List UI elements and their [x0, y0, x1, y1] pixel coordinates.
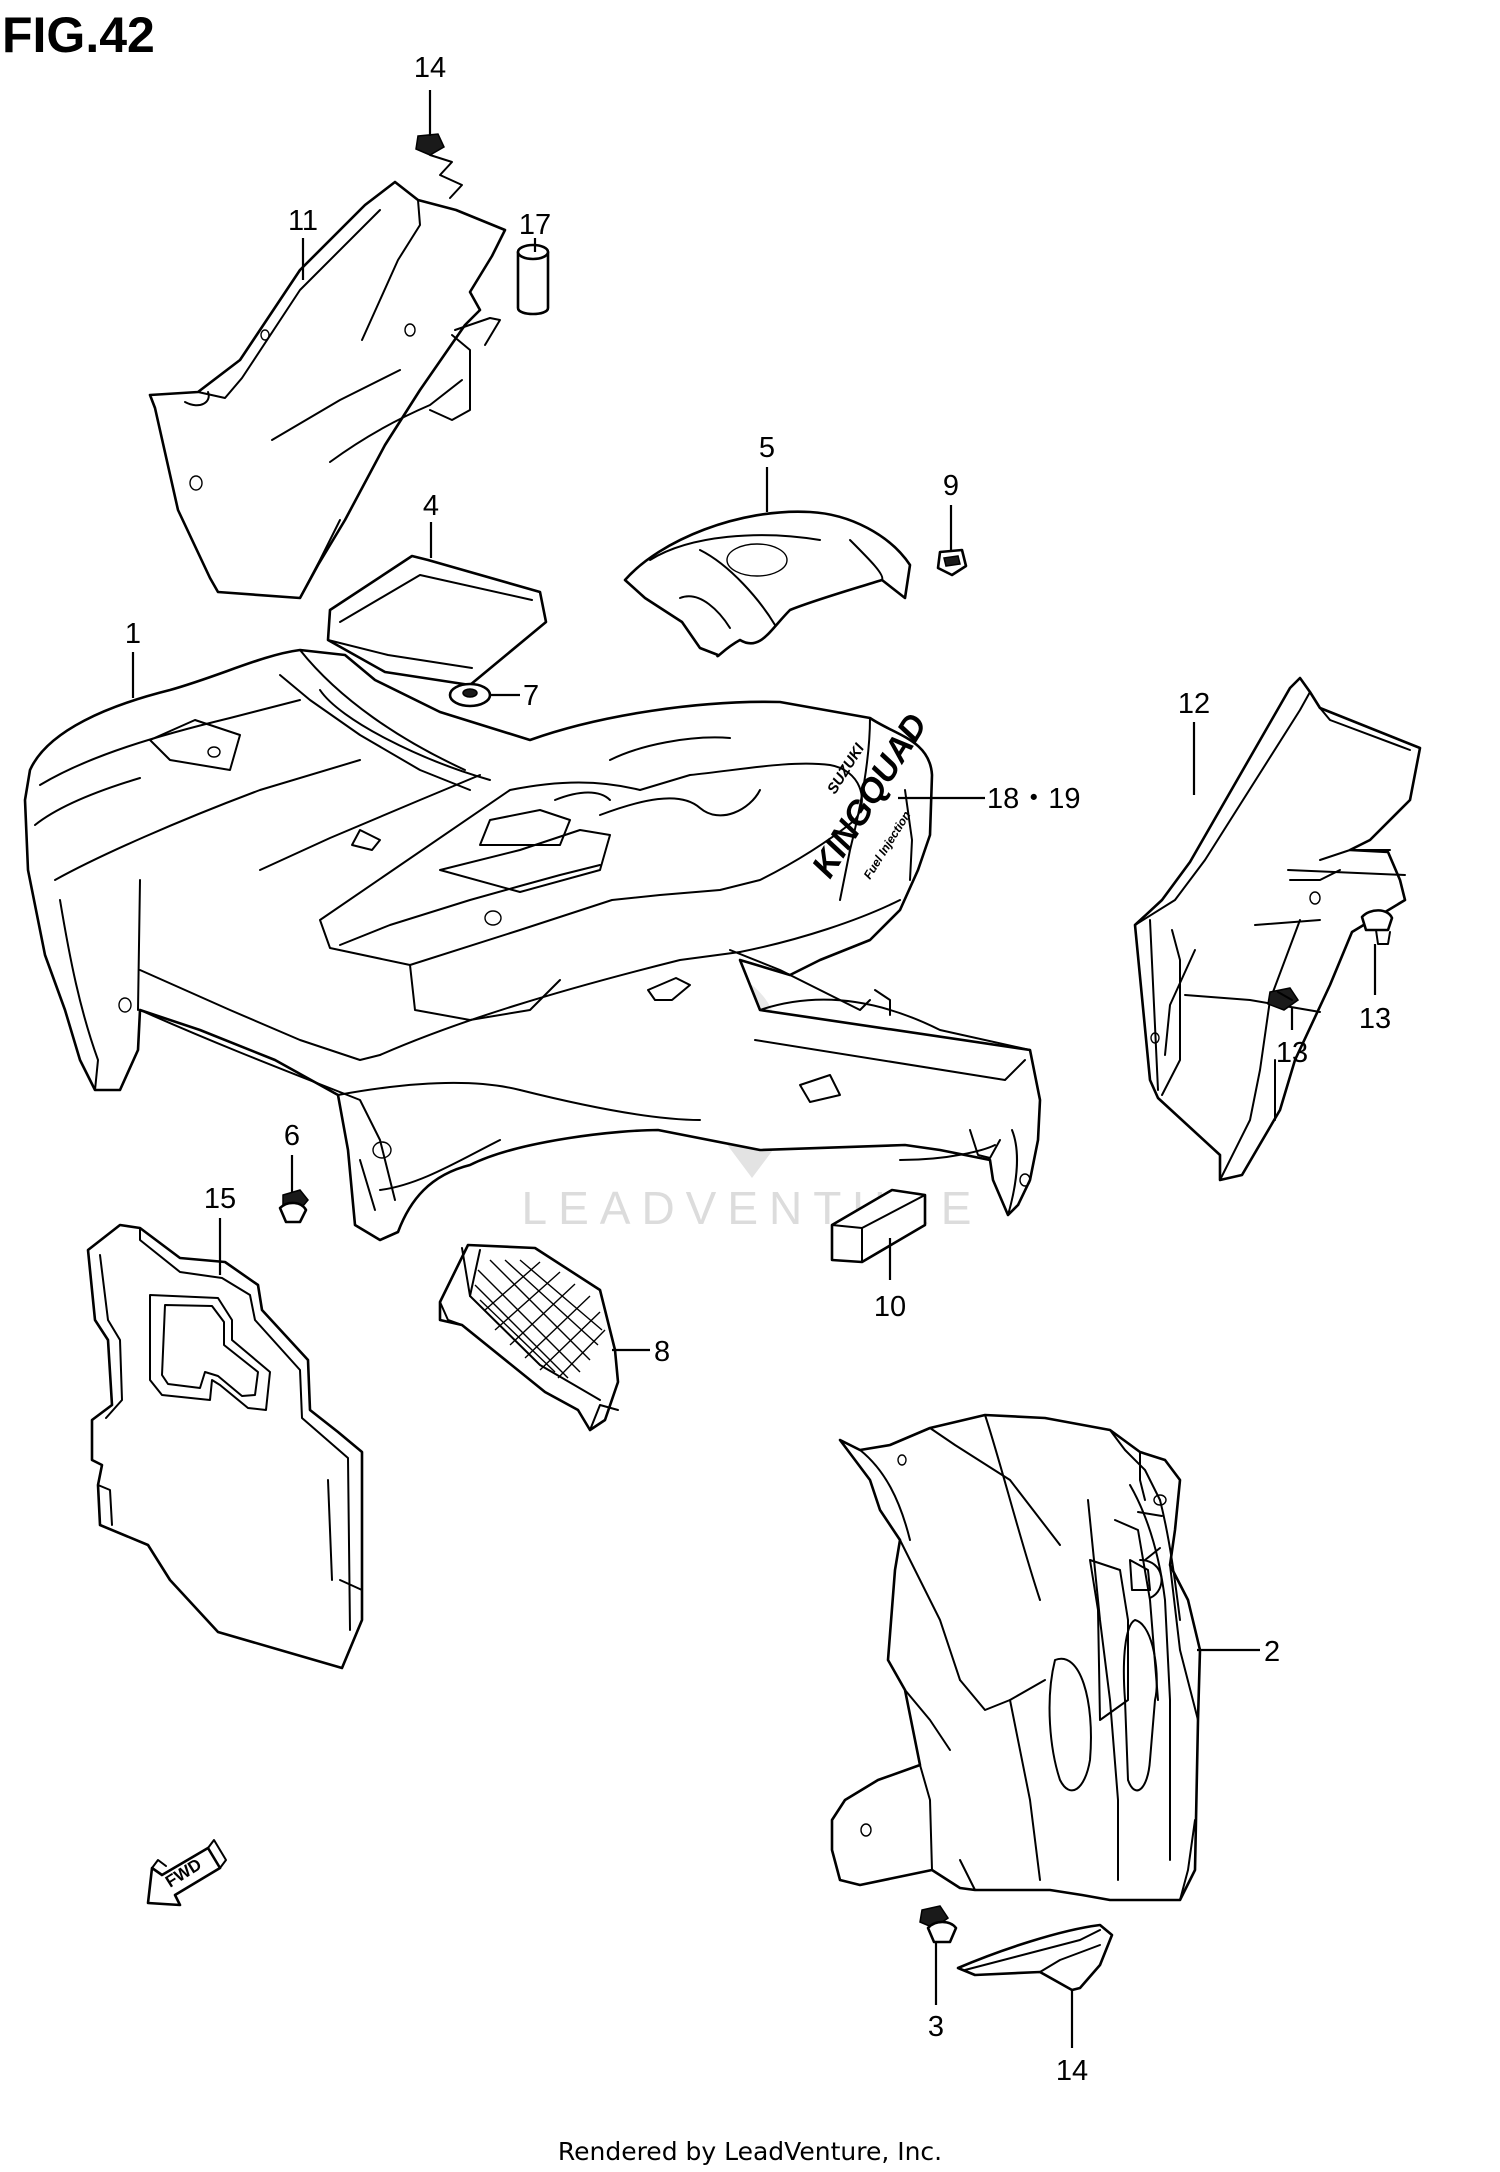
callout-16: 15: [204, 1183, 236, 1275]
callout-label-11: 11: [288, 205, 318, 237]
callouts: 14 11 17 5 9 4 7 1: [125, 52, 1391, 2087]
callout-label-5: 5: [759, 432, 775, 464]
callout-4: 4: [423, 490, 439, 558]
callout-5: 5: [759, 432, 775, 512]
part-2-lower-panel: [830, 1413, 1202, 1902]
callout-14: 14: [414, 52, 446, 136]
part-9-clip: [936, 548, 968, 577]
callout-label-15: 14: [1056, 2055, 1088, 2087]
callout-label-1: 1: [125, 618, 141, 650]
part-8-grille: [438, 1243, 620, 1432]
part-4-lid: [326, 554, 548, 687]
part-13-screw-b: [1267, 987, 1300, 1011]
footer-credit: Rendered by LeadVenture, Inc.: [558, 2137, 942, 2166]
part-16-inner-plate: [86, 1223, 364, 1670]
callout-3: 3: [928, 1942, 944, 2043]
callout-label-7: 7: [523, 680, 539, 712]
callout-label-8: 8: [654, 1336, 670, 1368]
callout-label-17: 17: [519, 209, 551, 241]
part-7-nut: [448, 682, 492, 708]
callout-10: 10: [874, 1238, 906, 1323]
part-15-guard: [956, 1923, 1114, 1992]
figure-title: FIG.42: [2, 7, 155, 63]
callout-label-2: 2: [1264, 1636, 1280, 1668]
callout-label-4: 4: [423, 490, 439, 522]
callout-6: 6: [284, 1120, 300, 1192]
callout-9: 9: [943, 470, 959, 550]
callout-label-3: 3: [928, 2011, 944, 2043]
part-13-screw-a: [1360, 909, 1394, 945]
callout-label-18-19: 18・19: [987, 783, 1081, 815]
part-6-clip: [278, 1189, 309, 1224]
part-14-bolt: [415, 133, 463, 199]
callout-7: 7: [490, 680, 539, 712]
callout-11: 11: [288, 205, 318, 280]
callout-label-6: 6: [284, 1120, 300, 1152]
part-12-side-panel: [1133, 676, 1422, 1182]
callout-13-right: 13: [1359, 944, 1391, 1035]
part-5-cover: [623, 510, 912, 658]
callout-label-13-mid: 13: [1276, 1037, 1308, 1069]
callout-12: 12: [1178, 688, 1210, 795]
callout-1: 1: [125, 618, 141, 698]
callout-15: 14: [1056, 1990, 1088, 2087]
callout-18-19: 18・19: [898, 783, 1081, 815]
part-3-clip: [919, 1905, 958, 1944]
callout-13-mid: 13: [1276, 1008, 1308, 1069]
part-1-front-fender: SUZUKI KINGQUAD Fuel Injection: [23, 648, 1042, 1242]
part-17-grommet: [516, 243, 550, 316]
callout-label-13-right: 13: [1359, 1003, 1391, 1035]
callout-label-16: 15: [204, 1183, 236, 1215]
callout-label-12: 12: [1178, 688, 1210, 720]
part-11-panel: [148, 180, 507, 600]
callout-8: 8: [612, 1336, 670, 1368]
callout-2: 2: [1197, 1636, 1280, 1668]
fwd-direction-arrow: FWD: [146, 1839, 227, 1907]
callout-17: 17: [519, 209, 551, 252]
callout-label-10: 10: [874, 1291, 906, 1323]
callout-label-14: 14: [414, 52, 446, 84]
part-10-pad: [830, 1188, 927, 1264]
callout-label-9: 9: [943, 470, 959, 502]
